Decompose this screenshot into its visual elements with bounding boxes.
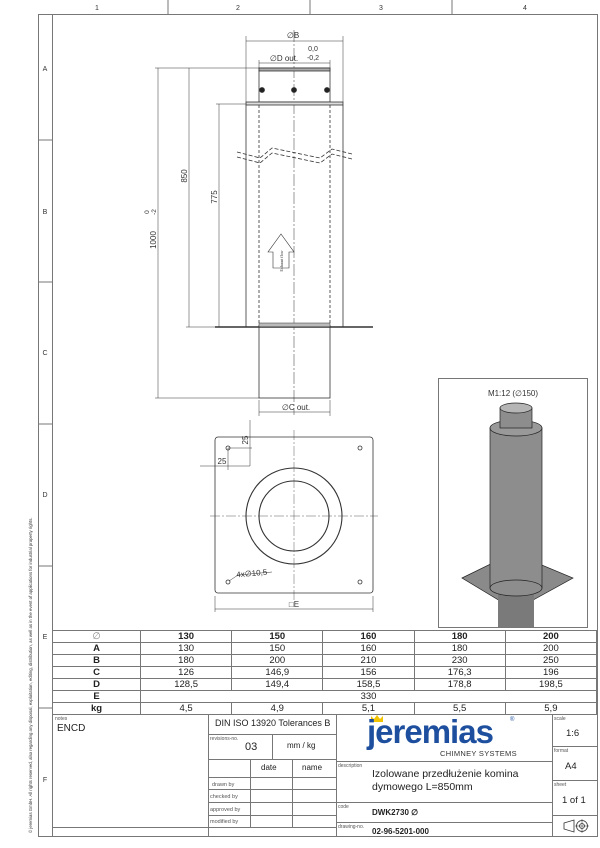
column-label: 4 <box>523 5 527 12</box>
plan-view <box>200 420 378 612</box>
dim-total-tolerance-upper: 0 <box>144 210 151 214</box>
row-label: C <box>42 350 47 357</box>
notes-value: ENCD <box>57 723 86 734</box>
flow-arrow-icon <box>267 233 295 269</box>
code-label: code <box>338 804 349 810</box>
registered-mark: ® <box>510 717 515 723</box>
tolerances-text: DIN ISO 13920 Tolerances B <box>215 718 331 728</box>
dim-total-tolerance-lower: -2 <box>151 209 158 215</box>
description-line-1: Izolowane przedłużenie komina <box>372 768 519 780</box>
column-label: 1 <box>95 5 99 12</box>
drawing-no-label: drawing-no. <box>338 824 365 830</box>
dim-25-horizontal: 25 <box>218 457 227 466</box>
row-label: D <box>42 492 47 499</box>
dim-b-label: ∅B <box>287 31 299 40</box>
column-label: 2 <box>236 5 240 12</box>
dim-775-label: 775 <box>210 190 219 204</box>
dim-d-tolerance-lower: -0,2 <box>307 55 319 62</box>
description-line-2: dymowego L=850mm <box>372 781 473 793</box>
dim-d-label: ∅D out. <box>270 54 298 63</box>
dim-25-vertical: 25 <box>241 435 250 444</box>
scale-value: 1:6 <box>566 728 580 739</box>
modified-by-label: modified by <box>210 819 239 825</box>
row-label: F <box>43 777 47 784</box>
format-value: A4 <box>565 761 577 772</box>
exhaust-flow-label: Exhaust flow <box>279 250 284 271</box>
dim-850-label: 850 <box>180 169 189 183</box>
description-label: description <box>338 763 363 769</box>
sheet-label: sheet <box>554 782 567 788</box>
copyright-notice: © jeremias GmbH. All rights reserved, al… <box>28 517 33 833</box>
revision-number: 03 <box>245 741 258 753</box>
first-angle-projection-icon <box>563 819 589 833</box>
logo-subtitle: CHIMNEY SYSTEMS <box>440 749 517 758</box>
checked-by-label: checked by <box>210 794 238 800</box>
row-label: E <box>43 634 48 641</box>
mounting-hole <box>357 579 363 585</box>
mounting-hole <box>357 445 363 451</box>
mounting-hole <box>225 579 231 585</box>
column-label: 3 <box>379 5 383 12</box>
dim-total-label: 1000 <box>149 231 158 249</box>
revisions-label: revisions-no. <box>210 736 239 742</box>
holes-label: 4x∅10,5 <box>236 568 268 580</box>
iso-view: M1:12 (∅150) <box>438 378 588 628</box>
code-value: DWK2730 ∅ <box>372 808 419 817</box>
row-label: A <box>43 66 48 73</box>
dim-e-label: □E <box>289 600 299 609</box>
format-label: format <box>554 748 569 754</box>
side-view <box>155 30 373 416</box>
units-text: mm / kg <box>287 741 316 750</box>
notes-label: notes <box>55 716 68 722</box>
dim-d-tolerance-upper: 0,0 <box>308 46 318 53</box>
jeremias-logo: jeremias <box>367 713 494 750</box>
drawn-by-label: drawn by <box>212 782 235 788</box>
approved-by-label: approved by <box>210 807 241 813</box>
dim-c-label: ∅C out. <box>282 403 310 412</box>
row-label: B <box>43 209 48 216</box>
table-header-row: ∅ 130 150 160 180 200 <box>52 630 598 643</box>
crown-icon <box>371 715 383 722</box>
name-header: name <box>302 763 323 772</box>
scale-label: scale <box>554 716 566 722</box>
sheet-value: 1 of 1 <box>562 795 586 806</box>
iso-view-label: M1:12 (∅150) <box>488 389 538 398</box>
drawing-no-value: 02-96-5201-000 <box>372 827 429 836</box>
date-header: date <box>261 763 277 772</box>
